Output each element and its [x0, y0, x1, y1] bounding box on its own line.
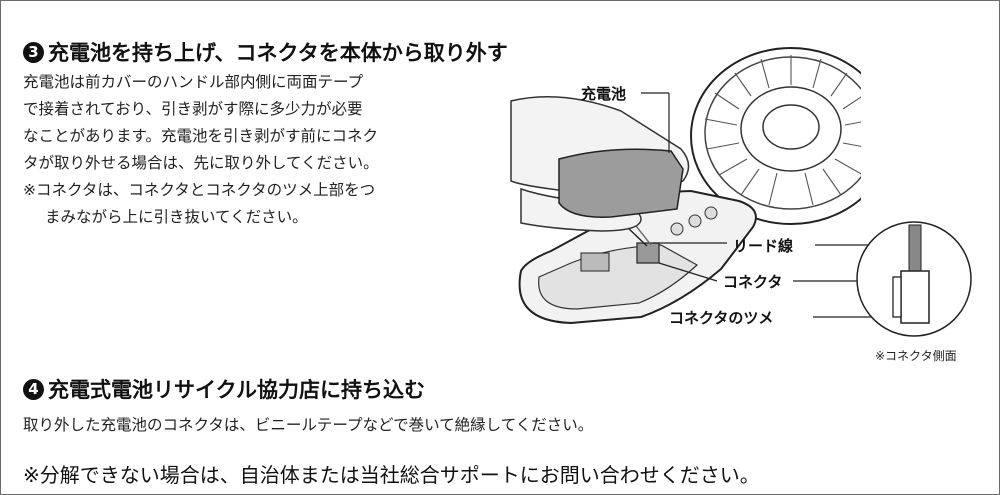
inset-caption: ※コネクタ側面	[875, 349, 957, 363]
step4-paragraph: 取り外した充電池のコネクタは、ビニールテープなどで巻いて絶縁してください。	[23, 416, 594, 434]
connector-side-view-inset	[856, 221, 972, 337]
step3-number-badge: 3	[23, 41, 44, 63]
step3-heading: 3 充電池を持ち上げ、コネクタを本体から取り外す	[23, 37, 508, 67]
handle-body-drawing	[518, 189, 757, 325]
step3-body: 充電池は前カバーのハンドル部内側に両面テープ で接着されており、引き剥がす際に多…	[23, 69, 493, 231]
step3-title: 充電池を持ち上げ、コネクタを本体から取り外す	[48, 41, 508, 65]
step3-paragraph-line: タが取り外せる場合は、先に取り外してください。	[23, 154, 379, 172]
inset-lead-wire	[908, 224, 922, 274]
battery-label: 充電池	[581, 85, 627, 103]
step3-note-line: ※コネクタは、コネクタとコネクタのツメ上部をつ	[23, 181, 376, 199]
connector-tab-label: コネクタのツメ	[669, 309, 774, 327]
step3-paragraph-line: なことがあります。充電池を引き剥がす前にコネク	[23, 127, 378, 145]
fan-disassembly-illustration	[510, 47, 861, 325]
battery-drawing	[558, 148, 684, 218]
fan-head-drawing	[690, 47, 861, 225]
step3-note: ※コネクタは、コネクタとコネクタのツメ上部をつ まみながら上に引き抜いてください…	[23, 177, 493, 231]
step3-paragraph-line: で接着されており、引き剥がす際に多少力が必要	[23, 100, 363, 118]
step4-number-badge: 4	[23, 378, 44, 400]
lead-wire-label: リード線	[733, 237, 794, 255]
footer-note: ※分解できない場合は、自治体または当社総合サポートにお問い合わせください。	[23, 463, 760, 487]
connector-label: コネクタ	[723, 273, 783, 291]
inset-connector	[892, 270, 930, 324]
step3-paragraph-line: 充電池は前カバーのハンドル部内側に両面テープ	[23, 73, 364, 91]
step4-heading: 4 充電式電池リサイクル協力店に持ち込む	[23, 374, 425, 404]
step4-title: 充電式電池リサイクル協力店に持ち込む	[48, 378, 425, 402]
leader-lines	[641, 92, 727, 282]
step3-note-line: まみながら上に引き抜いてください。	[45, 208, 308, 226]
